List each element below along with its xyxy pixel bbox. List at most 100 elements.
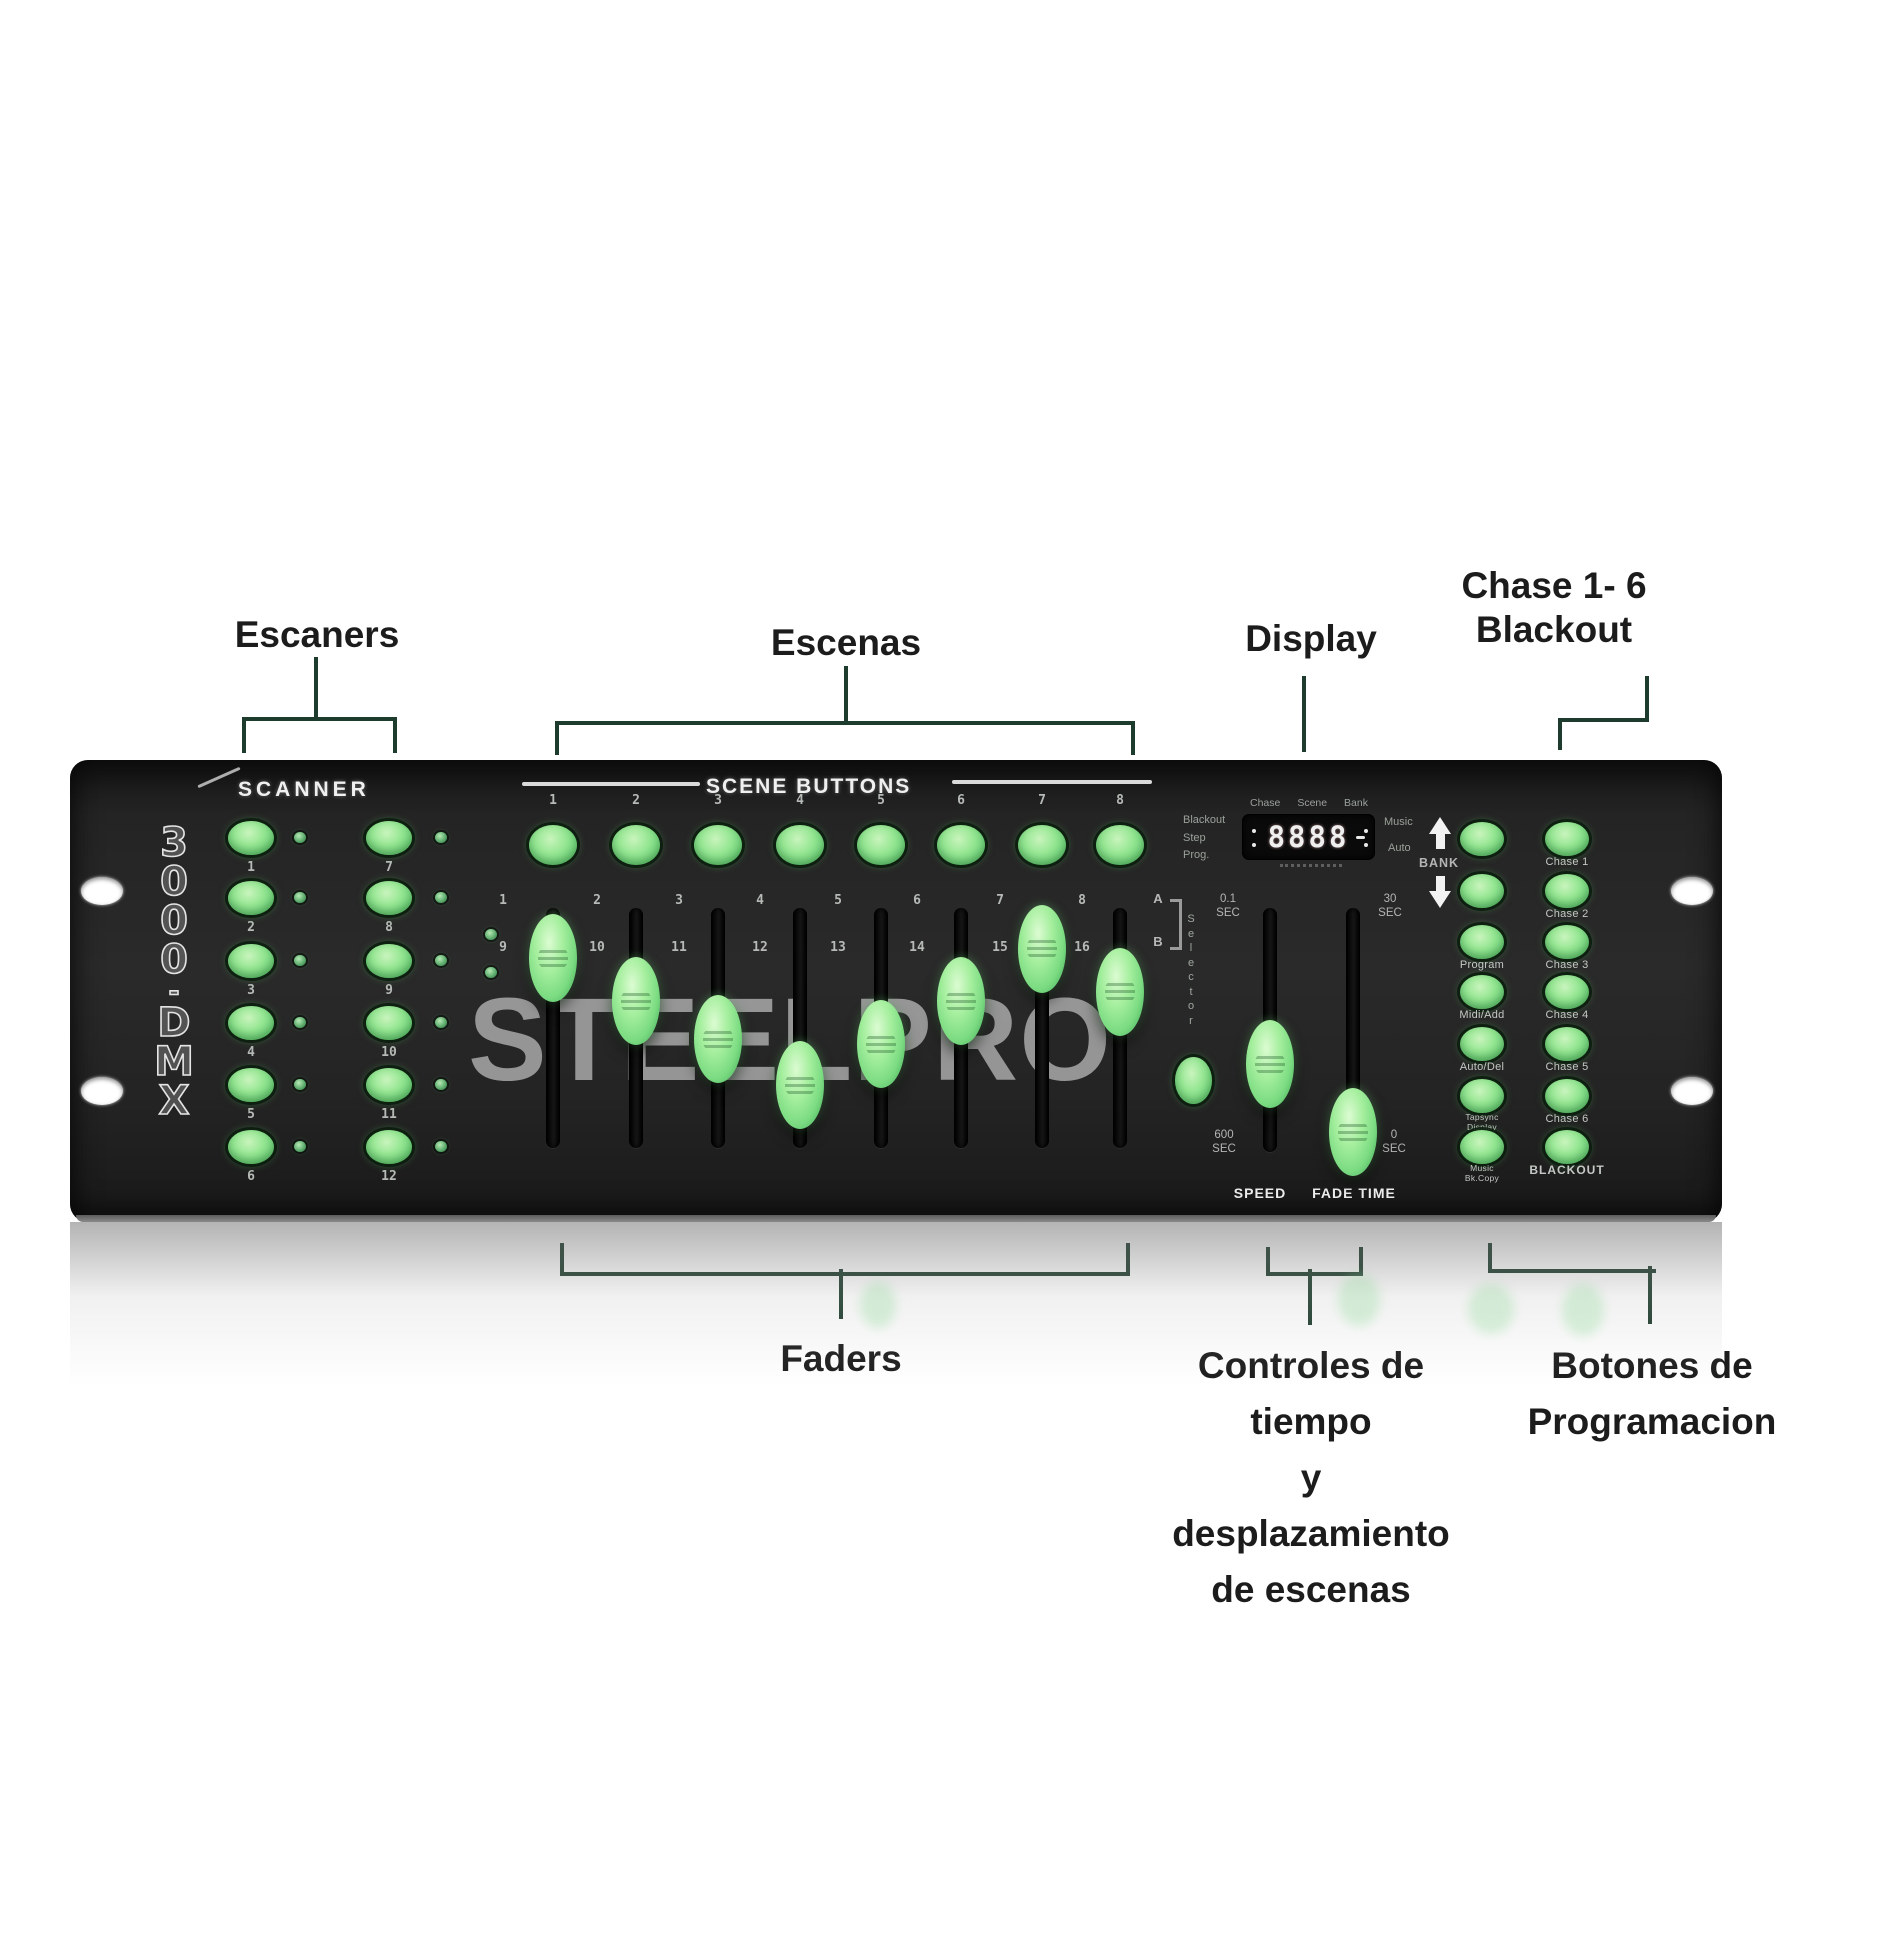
reflection-blob [1468,1284,1514,1334]
controles-line4: desplazamiento [1172,1513,1450,1554]
scene-button-8[interactable] [1096,825,1144,865]
indicator-label-prog: Prog. [1183,849,1210,861]
fader-number-top-8: 8 [1078,893,1086,908]
speed-top-unit: SEC [1216,907,1240,919]
fader-knob-3[interactable] [694,995,742,1084]
chase-3-button-label: Chase 3 [1545,959,1589,971]
model-char: M [153,1039,194,1085]
label-chase-line1: Chase 1- 6 [1461,565,1647,606]
bank-up-arrow-icon [1428,817,1452,849]
selector-letter: c [1188,971,1194,983]
label-escenas: Escenas [770,622,922,663]
bank-down-arrow-icon [1428,876,1452,908]
fader-number-top-1: 1 [499,893,507,908]
scanner-button-12[interactable] [366,1130,412,1164]
label-controles: Controles de tiempo y desplazamiento de … [1161,1338,1461,1618]
display-dot [1364,829,1368,833]
scene-button-6[interactable] [937,825,985,865]
controles-line3: y [1300,1457,1322,1498]
scanner-led-9 [435,955,447,966]
selector-letter: e [1187,956,1195,969]
indicator-label-blackout: Blackout [1183,814,1226,826]
speed-bottom-value: 600 [1214,1129,1234,1141]
chase-5-button[interactable] [1545,1027,1589,1061]
scanner-number-11: 11 [381,1107,397,1122]
fader-knob-2[interactable] [612,957,660,1046]
mode-label-bank: Bank [1344,797,1368,809]
fader-knob-6[interactable] [937,957,985,1046]
scanner-button-7[interactable] [366,821,412,855]
tapsync-display-button-label-line1: Tapsync [1465,1112,1499,1122]
scanner-button-8[interactable] [366,881,412,915]
scanner-led-1 [294,832,306,843]
scene-section-title: SCENE BUTTONS [706,775,912,798]
scanner-led-3 [294,955,306,966]
scene-button-5[interactable] [857,825,905,865]
midi-add-button[interactable] [1460,975,1504,1009]
tapsync-display-button[interactable] [1460,1079,1504,1113]
row-b-led [485,967,497,978]
scene-number-5: 5 [877,793,885,808]
scene-button-3[interactable] [694,825,742,865]
controles-line5: de escenas [1211,1569,1411,1610]
bank-up-button[interactable] [1460,822,1504,856]
auto-del-button[interactable] [1460,1027,1504,1061]
chase-2-button[interactable] [1545,874,1589,908]
speed-scale-top: 0.1 SEC [1204,892,1252,920]
fader-knob-5[interactable] [857,1000,905,1089]
selector-letter: l [1189,942,1193,954]
scanner-led-7 [435,832,447,843]
fade-knob[interactable] [1329,1088,1377,1177]
chase-1-button-label: Chase 1 [1545,856,1589,868]
model-char: - [168,977,180,1007]
fader-number-top-3: 3 [675,893,683,908]
scene-button-4[interactable] [776,825,824,865]
bank-down-button[interactable] [1460,874,1504,908]
scene-button-2[interactable] [612,825,660,865]
scene-button-1[interactable] [529,825,577,865]
speed-label: SPEED [1233,1185,1287,1201]
chase-4-button-label: Chase 4 [1545,1009,1589,1021]
chase-1-button[interactable] [1545,822,1589,856]
rack-mount-hole [1671,877,1713,905]
speed-knob[interactable] [1246,1020,1294,1109]
scanner-button-11[interactable] [366,1068,412,1102]
music-bankcopy-button[interactable] [1460,1130,1504,1164]
rack-mount-hole [81,1077,123,1105]
chase-3-button[interactable] [1545,925,1589,959]
scanner-led-6 [294,1141,306,1152]
scanner-button-3[interactable] [228,944,274,978]
scanner-button-1[interactable] [228,821,274,855]
scanner-led-2 [294,892,306,903]
scene-button-7[interactable] [1018,825,1066,865]
ab-selector-button[interactable] [1175,1057,1212,1104]
fader-number-bottom-9: 9 [499,940,507,955]
scanner-button-6[interactable] [228,1130,274,1164]
scene-number-6: 6 [957,793,965,808]
chase-6-button[interactable] [1545,1079,1589,1113]
scanner-button-9[interactable] [366,944,412,978]
fade-top-value: 30 [1383,893,1397,905]
scanner-button-5[interactable] [228,1068,274,1102]
fader-knob-4[interactable] [776,1040,824,1129]
program-button-label-line1: Program [1459,959,1505,971]
scanner-number-4: 4 [247,1045,255,1060]
led-display: 8888 [1243,815,1374,859]
chase-4-button[interactable] [1545,975,1589,1009]
scanner-button-2[interactable] [228,881,274,915]
scene-number-4: 4 [796,793,804,808]
fader-knob-1[interactable] [529,914,577,1003]
scanner-button-4[interactable] [228,1006,274,1040]
tapsync-display-button-label-line2: Display [1467,1121,1497,1132]
chase-bracket-h [1558,718,1649,722]
fader-knob-8[interactable] [1096,947,1144,1036]
chase-bracket-v2 [1558,718,1562,750]
scanner-button-10[interactable] [366,1006,412,1040]
blackout-button[interactable] [1545,1130,1589,1164]
auto-del-button-label: Auto/Del [1437,1061,1527,1073]
display-fine-print [1280,864,1342,867]
fader-knob-7[interactable] [1018,904,1066,993]
program-button[interactable] [1460,925,1504,959]
